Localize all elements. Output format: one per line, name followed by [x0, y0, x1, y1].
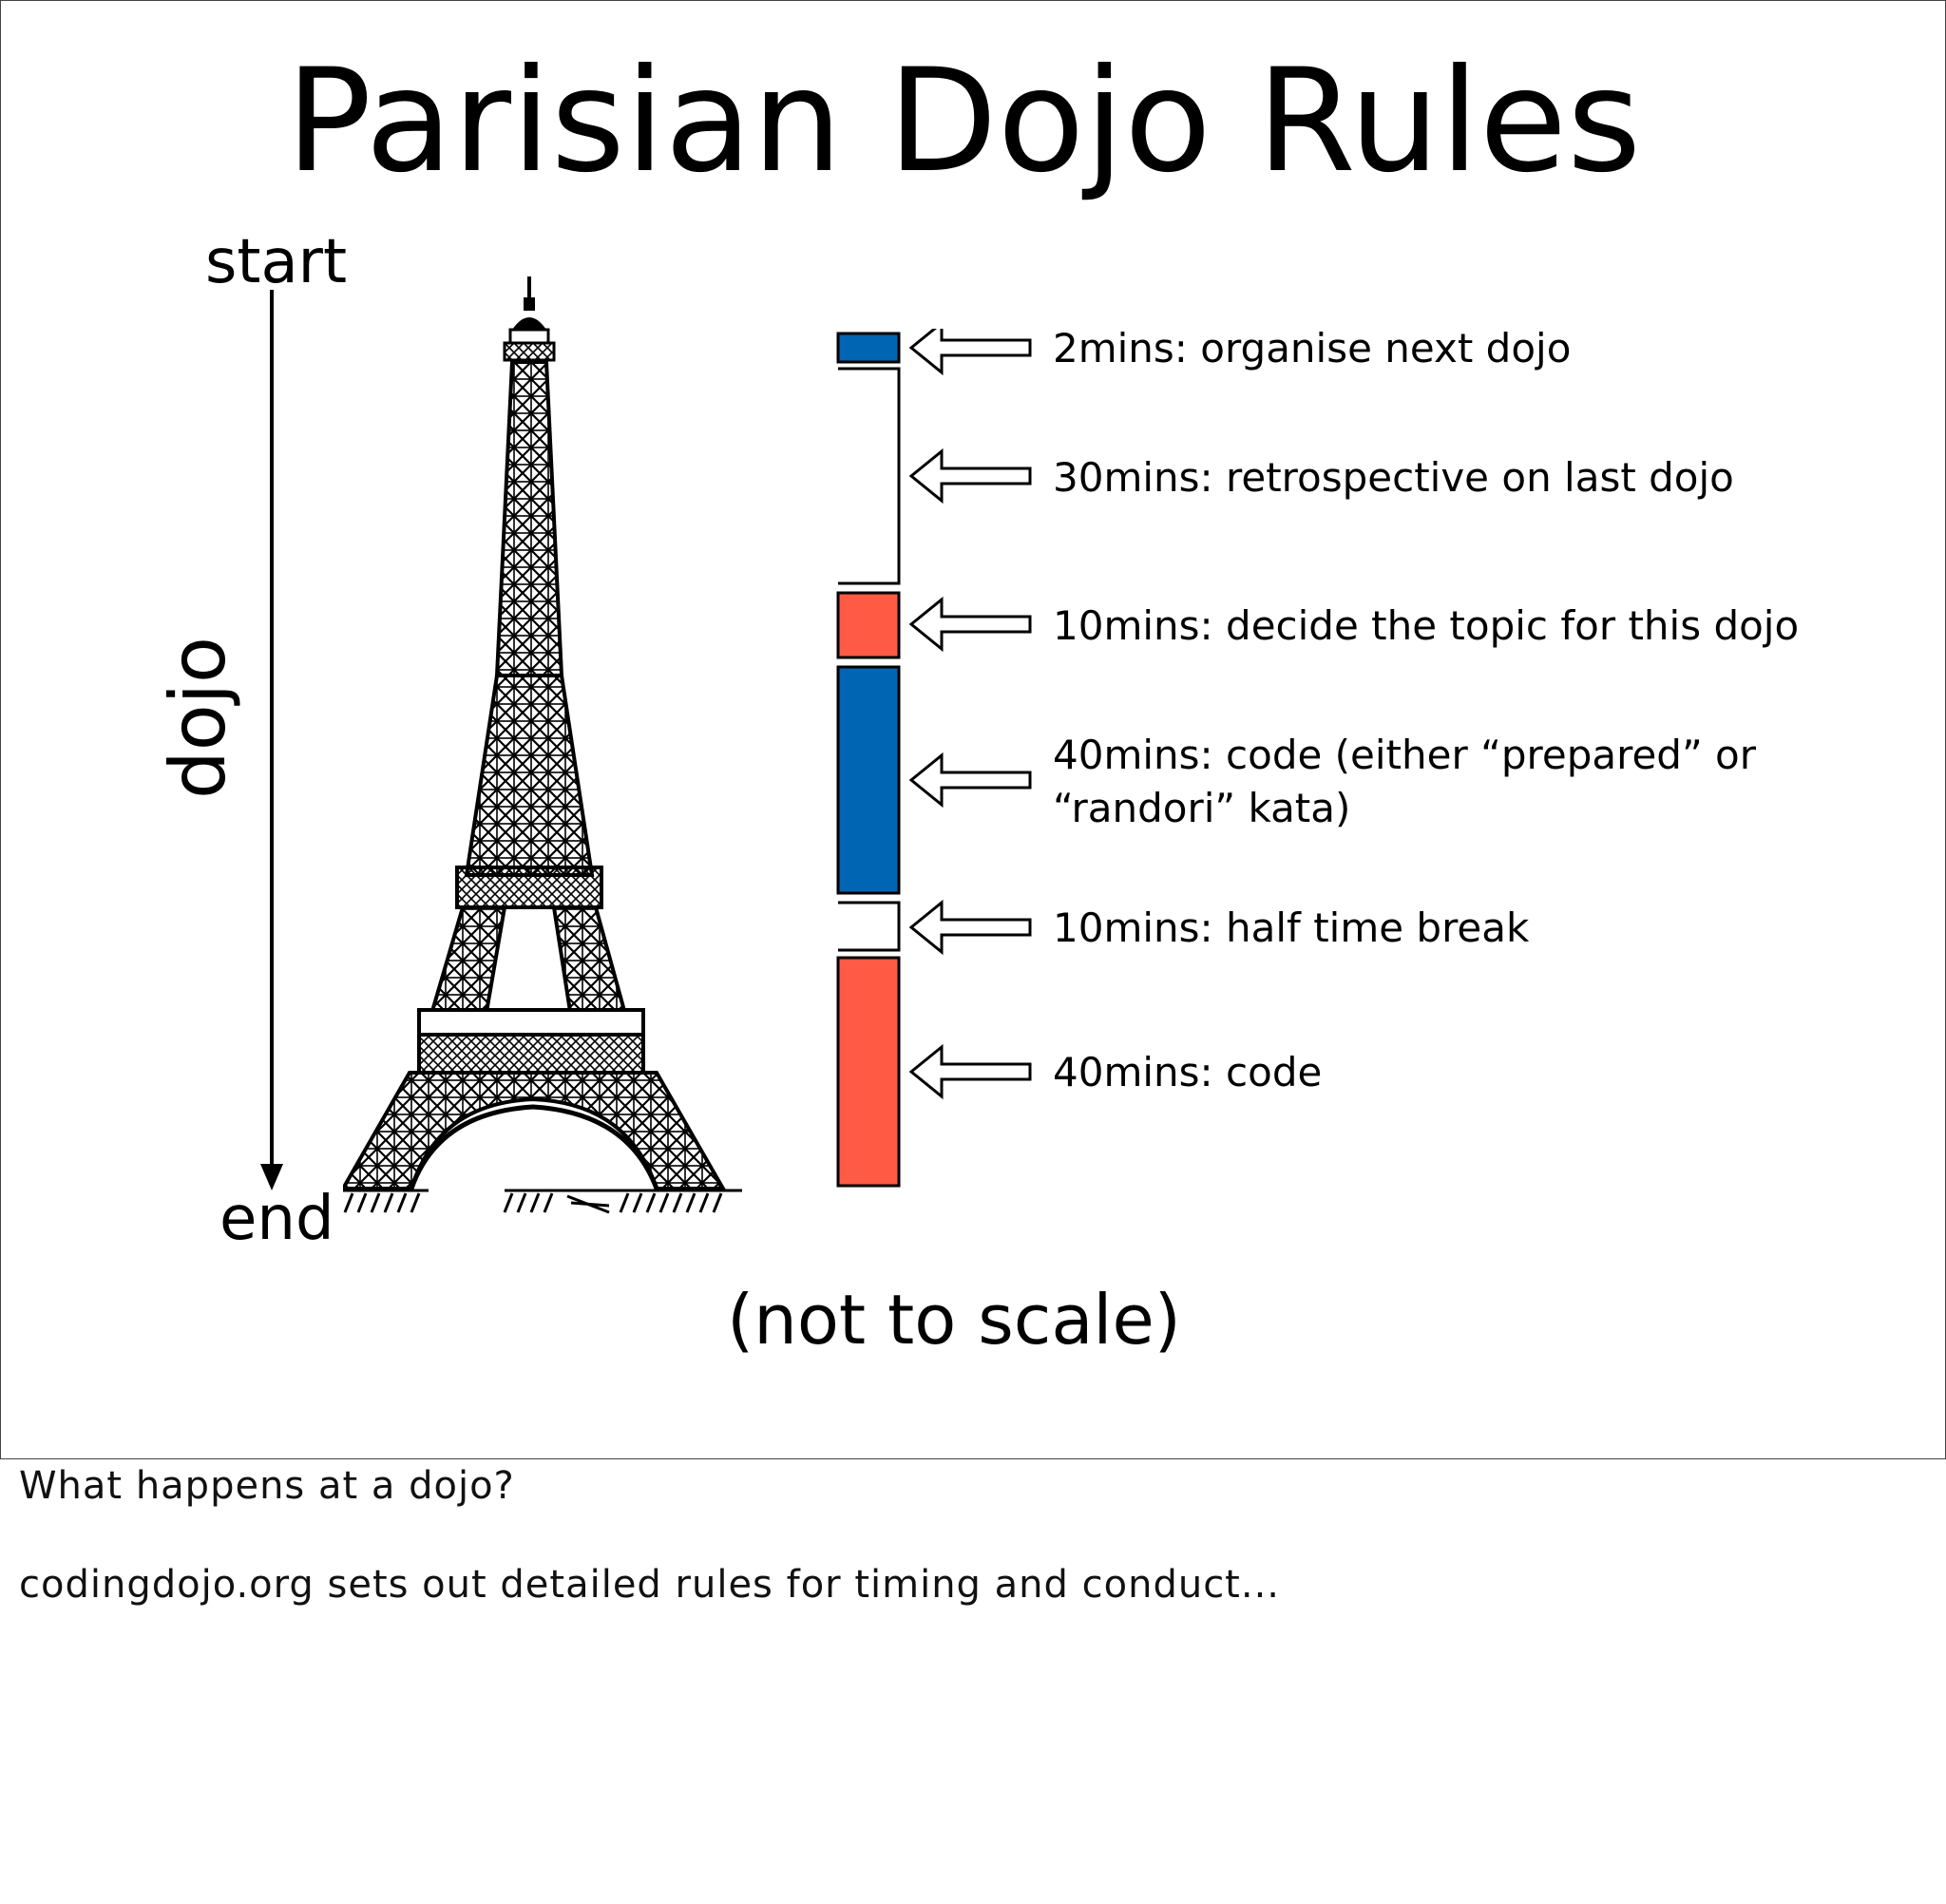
arrow-icon-4	[908, 752, 1032, 809]
block-code-1	[836, 665, 901, 895]
arrow-icon-1	[908, 329, 1032, 376]
end-label: end	[219, 1184, 334, 1254]
dojo-axis-label: dojo	[154, 637, 242, 799]
slide: Parisian Dojo Rules start dojo end	[0, 0, 1946, 1459]
event-label-retrospective: 30mins: retrospective on last dojo	[1053, 454, 1734, 501]
timeline-arrow	[260, 290, 283, 1190]
block-retrospective	[838, 367, 901, 585]
arrow-icon-2	[908, 447, 1032, 505]
event-label-code-1: 40mins: code (either “prepared” or “rand…	[1053, 732, 1757, 831]
arrow-icon-5	[908, 899, 1032, 956]
block-organise	[836, 332, 901, 364]
event-label-code-2: 40mins: code	[1053, 1049, 1323, 1095]
slide-title: Parisian Dojo Rules	[285, 39, 1642, 204]
start-label: start	[205, 227, 348, 297]
block-code-2	[836, 956, 901, 1188]
block-break	[838, 901, 901, 952]
notes-line-2: codingdojo.org sets out detailed rules f…	[19, 1563, 1281, 1607]
arrow-icon-6	[908, 1043, 1032, 1100]
schedule-blocks	[836, 329, 1032, 1188]
event-label-break: 10mins: half time break	[1053, 904, 1530, 951]
eiffel-tower-icon	[343, 276, 742, 1214]
block-decide-topic	[836, 591, 901, 659]
speaker-notes: What happens at a dojo? codingdojo.org s…	[19, 1459, 1919, 1609]
event-label-organise: 2mins: organise next dojo	[1053, 325, 1572, 371]
event-label-decide-topic: 10mins: decide the topic for this dojo	[1053, 602, 1800, 649]
notes-line-1: What happens at a dojo?	[19, 1464, 515, 1508]
scale-footnote: (not to scale)	[727, 1280, 1181, 1360]
arrow-icon-3	[908, 596, 1032, 653]
